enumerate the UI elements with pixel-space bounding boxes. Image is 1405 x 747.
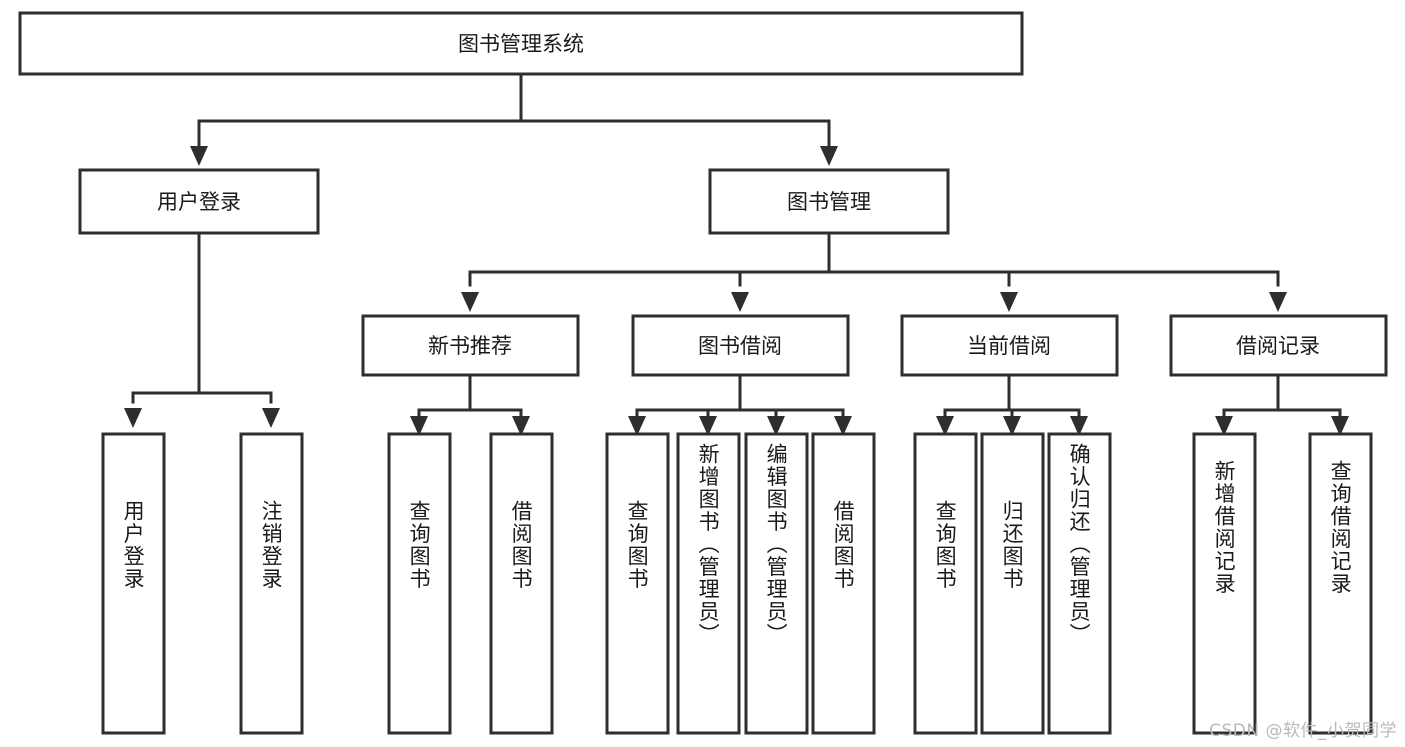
connector-group-borrow-record <box>1222 373 1342 418</box>
arrow-to-book-manage <box>820 146 838 166</box>
leaf-user-login-logout[interactable] <box>239 432 304 735</box>
node-borrow-record-label: 借阅记录 <box>1236 334 1320 358</box>
arrow-to-leaf-login-1 <box>124 408 142 428</box>
connector-group-current-borrow <box>943 373 1081 418</box>
node-book-borrow[interactable] <box>631 314 850 377</box>
leaf-borrow-record-add[interactable] <box>1192 432 1257 735</box>
connector-group-new-book <box>417 373 523 418</box>
leaf-book-borrow-add[interactable] <box>676 432 741 735</box>
leaf-borrow-record-query[interactable] <box>1308 432 1373 735</box>
node-book-borrow-label: 图书借阅 <box>698 334 782 358</box>
connector-group-book-manage <box>468 231 1280 287</box>
node-user-login-label: 用户登录 <box>157 190 241 214</box>
arrow-to-current-borrow <box>1000 292 1018 312</box>
connector-group-user-login <box>131 231 273 404</box>
node-new-book-recommend[interactable] <box>361 314 580 377</box>
connector-group-book-borrow <box>635 373 845 418</box>
csdn-watermark: CSDN @软件_小贺同学 <box>1209 721 1397 741</box>
leaf-current-borrow-return[interactable] <box>980 432 1045 735</box>
leaf-current-borrow-confirm[interactable] <box>1047 432 1112 735</box>
leaf-book-borrow-edit[interactable] <box>744 432 809 735</box>
node-current-borrow[interactable] <box>900 314 1119 377</box>
arrow-to-book-borrow <box>731 292 749 312</box>
arrow-to-user-login <box>190 146 208 166</box>
node-new-book-recommend-label: 新书推荐 <box>428 334 512 358</box>
node-borrow-record[interactable] <box>1169 314 1388 377</box>
arrow-to-new-book <box>461 292 479 312</box>
node-current-borrow-label: 当前借阅 <box>967 334 1051 358</box>
leaf-user-login-login[interactable] <box>101 432 166 735</box>
connector-group-root <box>197 72 831 154</box>
node-root-system[interactable] <box>18 11 1024 76</box>
arrow-to-borrow-record <box>1269 292 1287 312</box>
leaf-new-book-borrow[interactable] <box>489 432 554 735</box>
arrow-to-leaf-login-2 <box>262 408 280 428</box>
node-book-manage-label: 图书管理 <box>787 190 871 214</box>
leaf-book-borrow-query[interactable] <box>605 432 670 735</box>
leaf-current-borrow-query[interactable] <box>913 432 978 735</box>
leaf-new-book-query[interactable] <box>387 432 452 735</box>
node-root-system-label: 图书管理系统 <box>458 32 584 56</box>
node-book-manage[interactable] <box>708 168 950 235</box>
leaf-book-borrow-lend[interactable] <box>811 432 876 735</box>
node-user-login[interactable] <box>78 168 320 235</box>
